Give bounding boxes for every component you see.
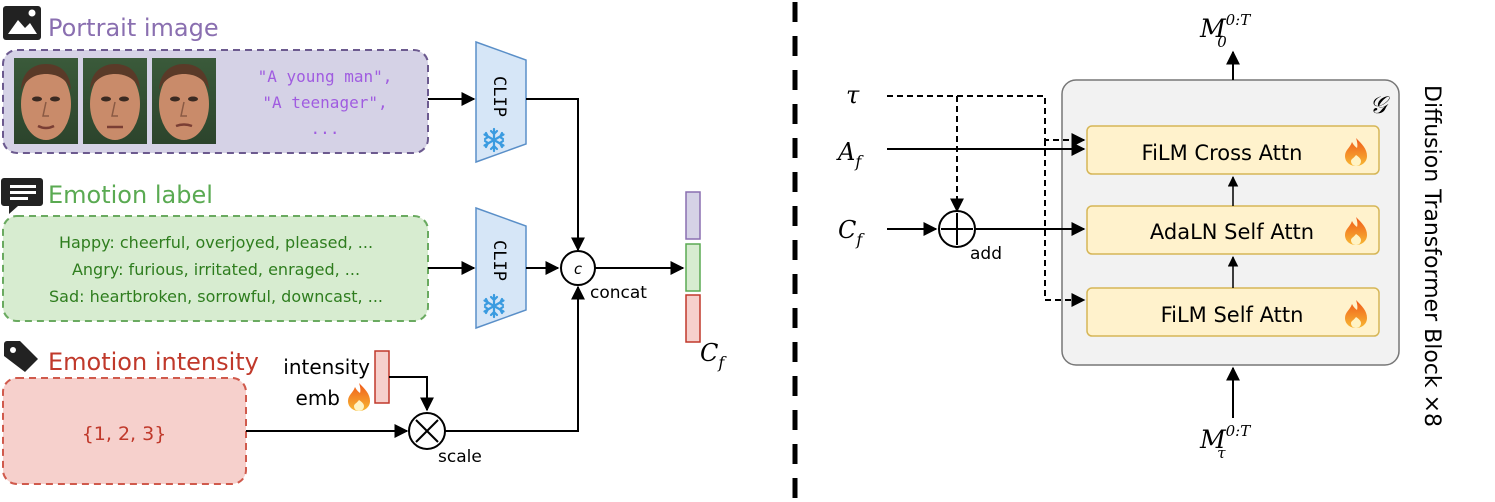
layer-film-self-attn: FiLM Self Attn (1086, 287, 1380, 337)
emotion-intensity-box (2, 377, 247, 485)
layer-label-1: FiLM Cross Attn (1142, 141, 1303, 165)
portrait-title: Portrait image (48, 14, 219, 42)
emotion-label-line-2: Angry: furious, irritated, enraged, ... (72, 260, 360, 279)
face-image-2 (83, 58, 147, 144)
trainable-flame-icon (348, 383, 370, 411)
emotion-label-title: Emotion label (48, 181, 213, 209)
arrow-scale-to-concat (445, 285, 585, 432)
cf-intensity-segment (685, 294, 701, 343)
arrow-tau-to-cross-attn (887, 95, 1086, 147)
clip-encoder-top: CLIP (475, 40, 527, 164)
g-symbol: 𝒢 (1369, 91, 1390, 119)
face-image-1 (14, 58, 78, 144)
scale-label: scale (438, 447, 482, 467)
face-image-3 (152, 58, 216, 144)
add-label: add (970, 244, 1002, 264)
concat-label: concat (590, 283, 647, 303)
layer-label-2: AdaLN Self Attn (1150, 220, 1314, 244)
clip-label-bottom: CLIP (489, 240, 509, 281)
arrow-clip-top-to-concat (526, 98, 585, 252)
arrow-emb-to-scale (389, 376, 434, 412)
emotion-intensity-title: Emotion intensity (48, 348, 259, 376)
layer-film-cross-attn: FiLM Cross Attn (1086, 125, 1380, 175)
portrait-caption-2: "A teenager", (262, 93, 387, 112)
cf-input-symbol: Cf (838, 216, 865, 249)
emotion-intensity-values: {1, 2, 3} (82, 423, 167, 445)
clip-label-top: CLIP (489, 76, 509, 117)
image-icon (3, 6, 41, 40)
layer-adaln-self-attn: AdaLN Self Attn (1086, 205, 1380, 255)
tag-icon (4, 341, 38, 372)
layer-label-3: FiLM Self Attn (1161, 303, 1304, 327)
tau-symbol: τ (846, 81, 860, 109)
cf-label-segment (685, 243, 701, 292)
cf-portrait-segment (685, 191, 701, 240)
concat-symbol: c (573, 260, 582, 278)
af-symbol: Af (836, 138, 864, 171)
intensity-emb-label-2: emb (296, 386, 340, 410)
clip-encoder-bottom: CLIP (475, 206, 527, 330)
cf-symbol: Cf (700, 339, 727, 372)
arrow-tau-to-self-attn (1044, 140, 1086, 307)
emotion-label-line-1: Happy: cheerful, overjoyed, pleased, ... (59, 233, 373, 252)
intensity-emb-label-1: intensity (283, 355, 370, 379)
intensity-embedding-bar (374, 350, 390, 404)
block-side-label: Diffusion Transformer Block ×8 (1419, 85, 1444, 427)
chat-icon (1, 178, 43, 214)
portrait-caption-3: ... (311, 119, 340, 138)
emotion-label-line-3: Sad: heartbroken, sorrowful, downcast, .… (49, 287, 383, 306)
portrait-caption-1: "A young man", (258, 67, 393, 86)
